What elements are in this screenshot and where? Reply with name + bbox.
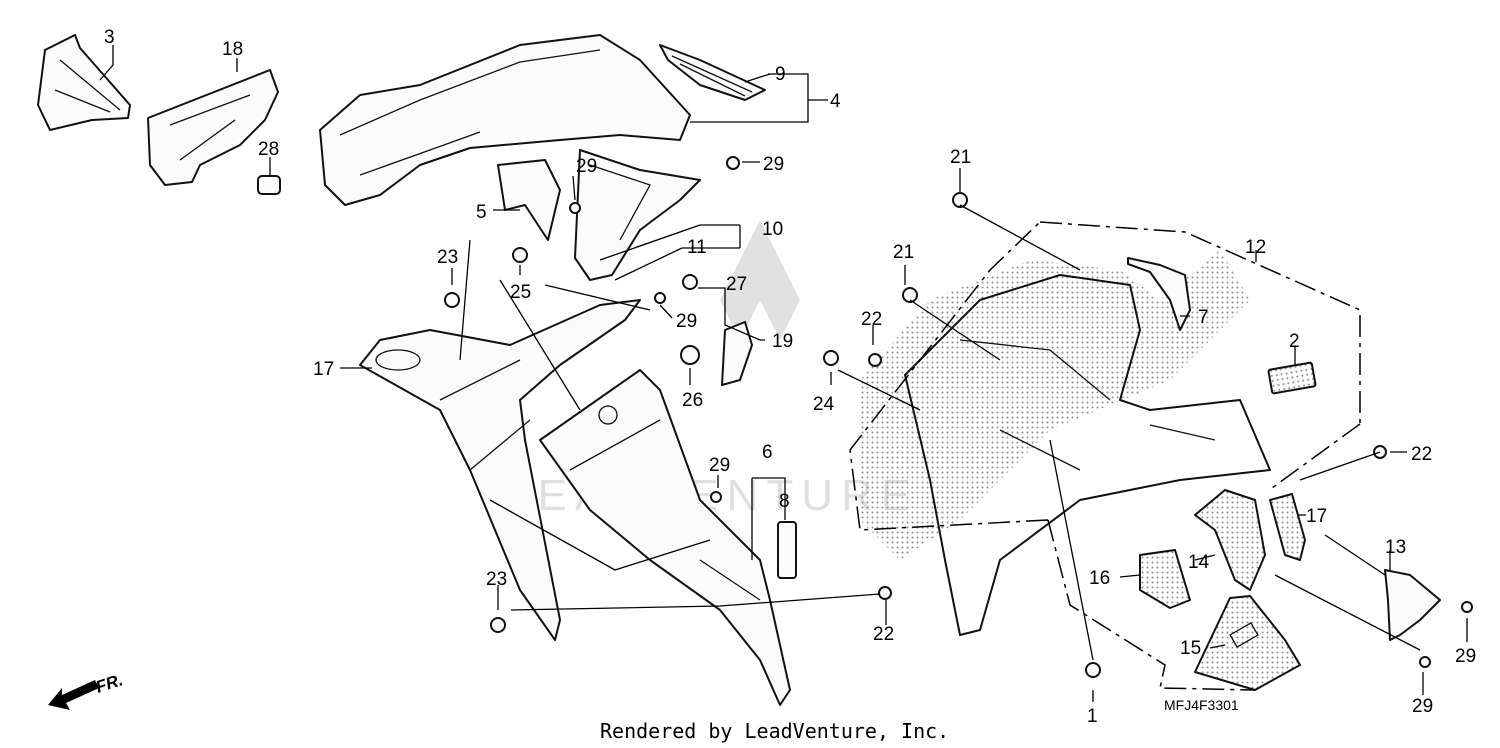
part-26-nut[interactable] bbox=[680, 345, 700, 365]
bolt-23b[interactable] bbox=[490, 617, 506, 633]
part-27-grommet[interactable] bbox=[257, 175, 281, 195]
callout-23-b: 23 bbox=[486, 569, 507, 590]
callout-22-b: 22 bbox=[1411, 444, 1432, 465]
callout-27: 28 bbox=[258, 139, 279, 160]
part-2-pad[interactable] bbox=[1267, 361, 1317, 395]
callout-4: 4 bbox=[830, 91, 841, 112]
part-9-vent-mesh[interactable] bbox=[659, 44, 766, 101]
callout-16: 16 bbox=[1089, 568, 1110, 589]
callout-6: 6 bbox=[762, 442, 773, 463]
part-16-heat-guard[interactable] bbox=[1139, 549, 1191, 609]
bolt-21b[interactable] bbox=[902, 287, 918, 303]
callout-28: 27 bbox=[726, 274, 747, 295]
callout-10: 10 bbox=[762, 219, 783, 240]
callout-23-a: 23 bbox=[437, 247, 458, 268]
callout-29-a: 29 bbox=[763, 154, 784, 175]
callout-15: 15 bbox=[1180, 638, 1201, 659]
bolt-22c[interactable] bbox=[878, 586, 892, 600]
callout-3: 3 bbox=[104, 27, 115, 48]
callout-29-f: 29 bbox=[1412, 696, 1433, 717]
part-17-pad[interactable] bbox=[1269, 493, 1306, 561]
callout-11: 11 bbox=[687, 237, 707, 258]
bolt-29e[interactable] bbox=[1461, 601, 1473, 613]
part-12-lower-cowl[interactable] bbox=[860, 250, 1271, 636]
bolt-29a[interactable] bbox=[726, 156, 740, 170]
part-15-inner-guard[interactable] bbox=[1194, 595, 1301, 691]
fasteners bbox=[444, 156, 1473, 678]
part-13-bracket[interactable] bbox=[1384, 569, 1441, 641]
callout-29-d: 29 bbox=[709, 455, 730, 476]
part-19-bracket[interactable] bbox=[721, 321, 753, 386]
part-20-duct[interactable] bbox=[147, 69, 279, 186]
bolt-29d[interactable] bbox=[710, 491, 722, 503]
callout-22-a: 22 bbox=[861, 309, 882, 330]
callout-26: 26 bbox=[682, 390, 703, 411]
callout-29-c: 29 bbox=[676, 311, 697, 332]
part-8-trim-strip[interactable] bbox=[777, 521, 797, 579]
front-indicator-label: FR. bbox=[93, 670, 125, 697]
callout-17: 17 bbox=[1306, 506, 1327, 527]
bolt-29f[interactable] bbox=[1419, 656, 1431, 668]
callout-25: 25 bbox=[510, 282, 531, 303]
leader-lines bbox=[99, 45, 1468, 702]
callout-5: 5 bbox=[476, 202, 487, 223]
part-6-side-cowl[interactable] bbox=[539, 369, 791, 706]
callout-1: 1 bbox=[1087, 706, 1098, 727]
callout-12: 12 bbox=[1245, 237, 1266, 258]
part-10-inner-panel[interactable] bbox=[574, 149, 701, 281]
bolt-28[interactable] bbox=[682, 274, 698, 290]
front-arrow-icon: FR. bbox=[48, 670, 125, 710]
bolt-29c[interactable] bbox=[654, 292, 666, 304]
callouts: 3 18 28 9 4 29 29 5 10 11 23 25 27 29 19… bbox=[104, 27, 1476, 727]
callout-18: 17 bbox=[313, 359, 334, 380]
callout-14: 14 bbox=[1188, 552, 1210, 573]
callout-29-b: 29 bbox=[576, 156, 597, 177]
bolt-21a[interactable] bbox=[952, 192, 968, 208]
callout-7: 7 bbox=[1198, 307, 1209, 328]
part-4-upper-cowl[interactable] bbox=[319, 34, 691, 206]
callout-22-c: 22 bbox=[873, 624, 894, 645]
part-7-trim[interactable] bbox=[1127, 257, 1191, 331]
part-14-heat-guard[interactable] bbox=[1194, 489, 1266, 591]
group-12-outline bbox=[849, 221, 1361, 691]
bolt-23a[interactable] bbox=[444, 292, 460, 308]
callout-29-e: 29 bbox=[1455, 646, 1476, 667]
part-3-bracket[interactable] bbox=[37, 34, 131, 131]
credit-line: Rendered by LeadVenture, Inc. bbox=[600, 719, 949, 743]
bolt-25[interactable] bbox=[512, 247, 528, 263]
callout-19: 19 bbox=[772, 331, 793, 352]
callout-13: 13 bbox=[1385, 537, 1406, 558]
bolt-24[interactable] bbox=[823, 350, 839, 366]
drawing-code: MFJ4F3301 bbox=[1164, 697, 1239, 713]
part-18-middle-cowl[interactable] bbox=[359, 299, 641, 641]
nut-1[interactable] bbox=[1085, 662, 1101, 678]
bolt-29b[interactable] bbox=[569, 202, 581, 214]
bolt-22a[interactable] bbox=[868, 353, 882, 367]
part-5-stay[interactable] bbox=[497, 159, 561, 241]
callout-2: 2 bbox=[1289, 331, 1300, 352]
callout-24: 24 bbox=[813, 394, 835, 415]
callout-8: 8 bbox=[779, 491, 790, 512]
callout-21-b: 21 bbox=[893, 242, 914, 263]
callout-21-a: 21 bbox=[950, 147, 971, 168]
callout-20: 18 bbox=[222, 39, 243, 60]
callout-9: 9 bbox=[775, 64, 786, 85]
